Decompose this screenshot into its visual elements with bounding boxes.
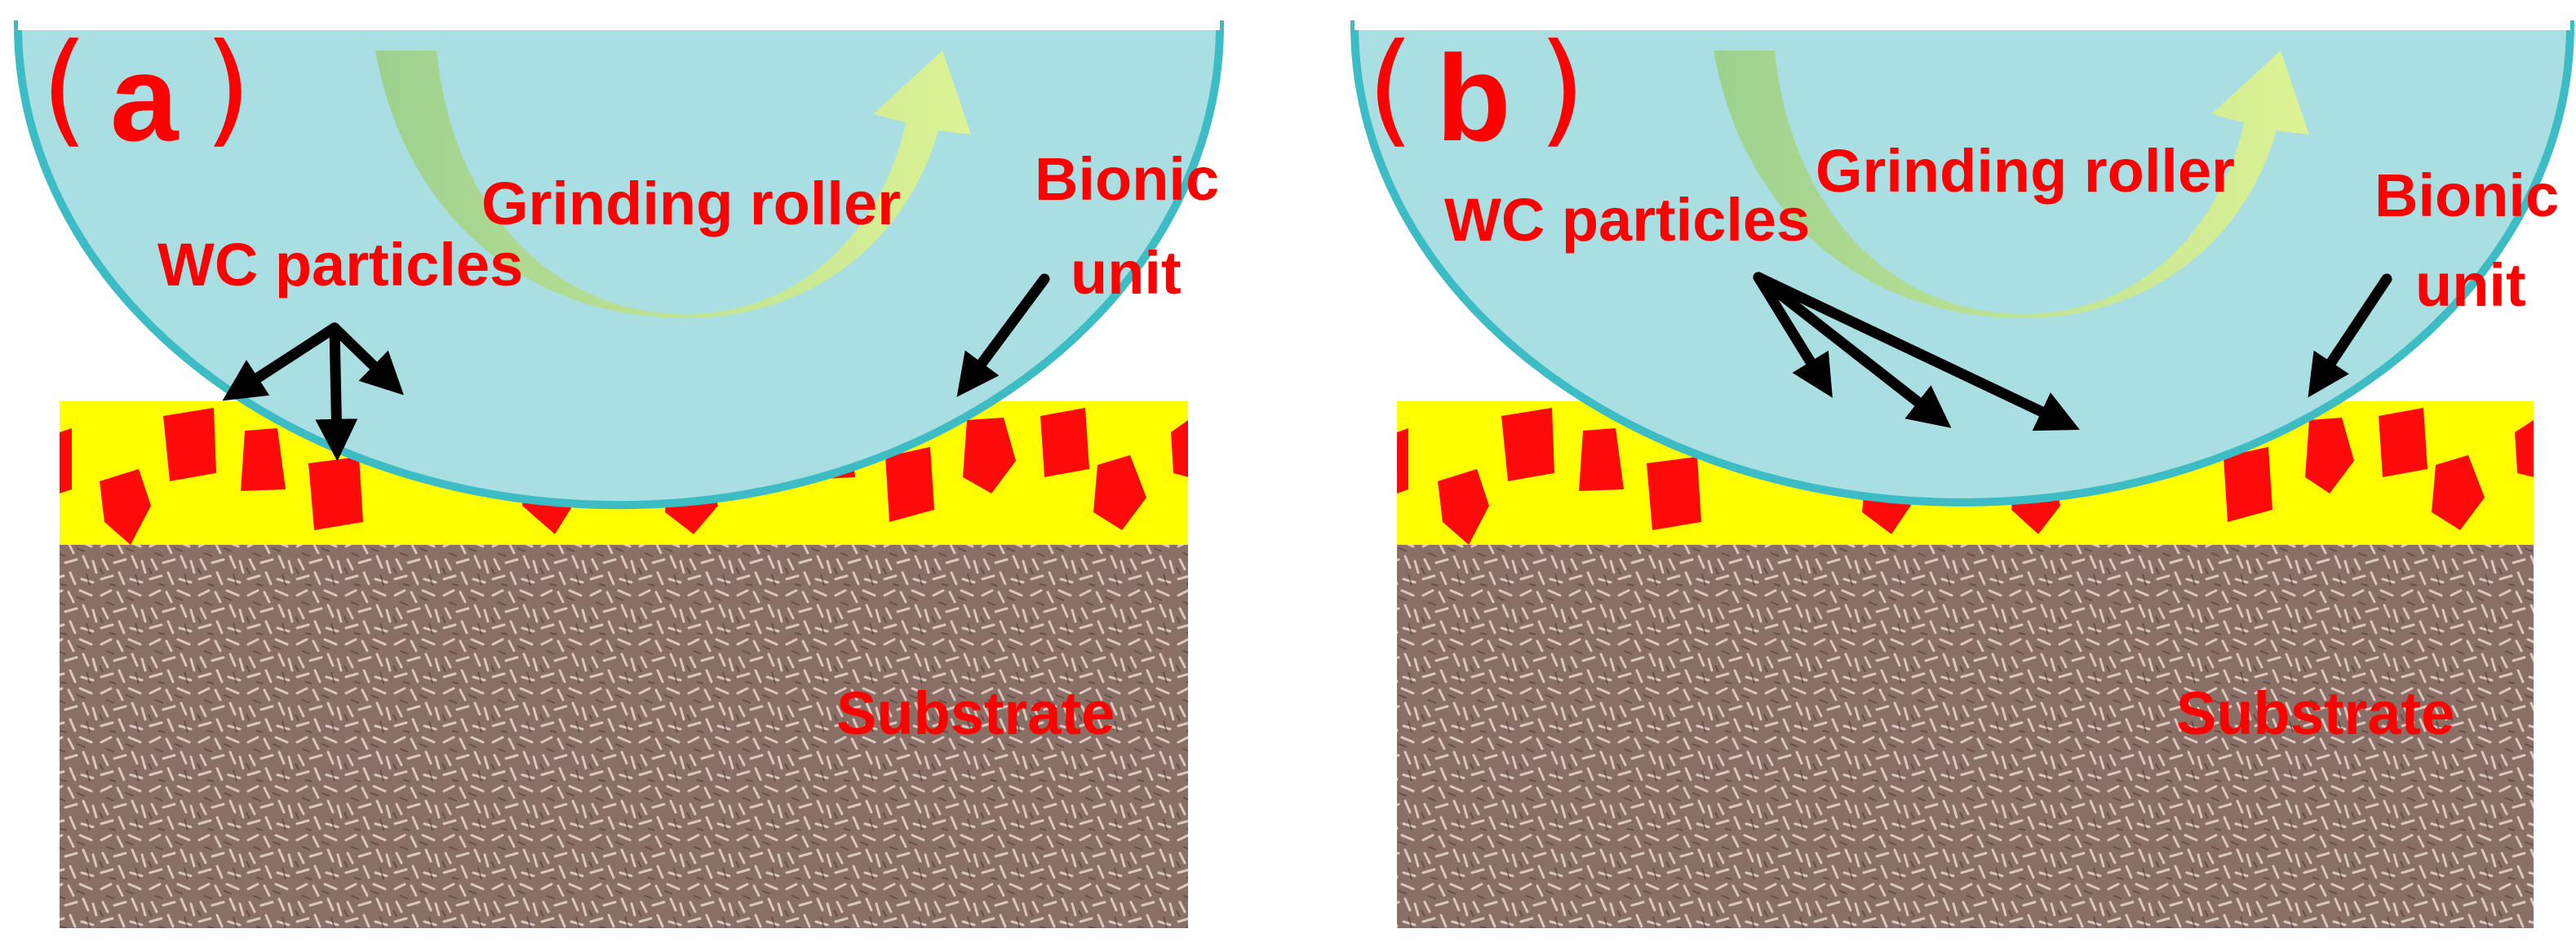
bionic-label-unit: unit <box>2415 251 2526 319</box>
substrate-layer <box>1397 545 2534 928</box>
wc-particle <box>2432 455 2485 530</box>
panel-paren-close: ) <box>1538 18 1586 160</box>
wc-particle <box>2224 447 2272 522</box>
panel-paren-open: ( <box>41 18 89 160</box>
pointer-arrows <box>1753 272 2392 431</box>
arrow-to-particle-center <box>315 322 358 462</box>
arrow-to-bionic-unit <box>956 273 1050 397</box>
wc-particle <box>1093 455 1146 530</box>
arrow-to-particle-right <box>329 322 404 396</box>
wc-particle <box>2515 420 2534 477</box>
panel-label: b <box>1436 29 1511 166</box>
panel-paren-open: ( <box>1367 18 1415 160</box>
wc-particles-label: WC particles <box>157 231 523 299</box>
wc-particles-label: WC particles <box>1444 186 1810 254</box>
arrow-to-particle-left <box>222 322 340 401</box>
arrow-to-bionic-unit <box>2308 273 2392 398</box>
panel-paren-close: ) <box>204 18 252 160</box>
bionic-label: Bionic <box>1035 145 1219 213</box>
bionic-label-unit: unit <box>1071 239 1182 307</box>
wc-particle <box>1501 408 1554 481</box>
substrate-label: Substrate <box>2176 679 2454 747</box>
panel-label: a <box>110 29 180 166</box>
curved-arrow-icon <box>1714 51 2309 318</box>
wc-particle <box>2379 408 2427 477</box>
panel-b: ( b ) Grinding roller WC particles Bioni… <box>1350 18 2575 928</box>
curved-arrow-icon <box>375 51 971 318</box>
arrow-to-particle-2 <box>1753 272 1952 428</box>
roller-label: Grinding roller <box>481 170 901 237</box>
wc-particle <box>241 428 286 491</box>
wc-particle <box>1397 428 1408 493</box>
bionic-label: Bionic <box>2374 161 2559 229</box>
wc-particle <box>60 428 72 493</box>
wc-particle <box>1171 420 1188 477</box>
wc-particle <box>163 408 216 481</box>
wc-particle <box>885 447 934 522</box>
wc-particle <box>1438 469 1489 545</box>
wc-particle <box>100 469 151 545</box>
wc-particle <box>1040 408 1089 477</box>
roller-label: Grinding roller <box>1816 137 2235 205</box>
arrow-to-particle-1 <box>1753 272 1833 398</box>
wc-particle <box>308 457 363 530</box>
wc-particle <box>1579 428 1624 491</box>
wc-particle <box>2305 418 2354 493</box>
arrow-to-particle-3 <box>1753 272 2080 431</box>
panel-a: ( a ) Grinding roller WC particles Bioni… <box>13 18 1225 928</box>
pointer-arrows <box>222 273 1050 462</box>
wc-particle <box>1647 457 1701 530</box>
wc-particle <box>963 418 1016 493</box>
substrate-label: Substrate <box>836 679 1115 747</box>
substrate-layer <box>60 545 1188 928</box>
